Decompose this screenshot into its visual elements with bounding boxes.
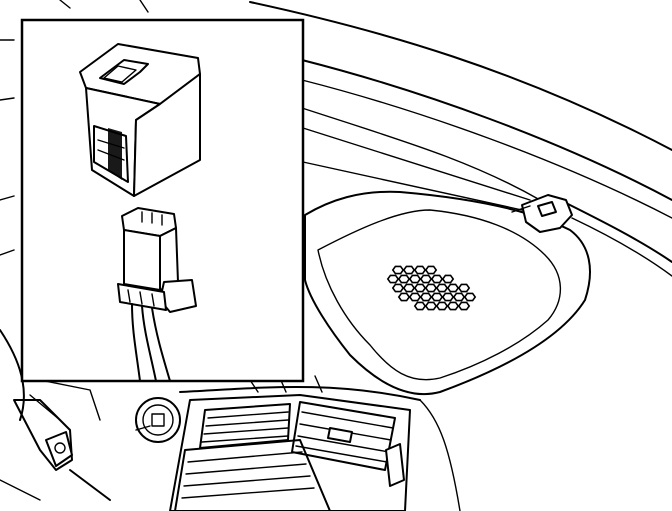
console-inner-frame: [317, 209, 562, 381]
air-vent-icon: [291, 401, 396, 471]
roof-edge-outer: [249, 1, 672, 151]
console-switch-housing: [521, 194, 573, 233]
rocker-switch-icon: [79, 43, 201, 197]
grille-hole: [391, 283, 405, 293]
roof-right-edge-2: [571, 217, 672, 277]
connector-body-front: [123, 229, 161, 291]
grille-hole: [386, 274, 400, 284]
grille-hole: [441, 292, 455, 302]
roof-right-edge: [559, 199, 672, 263]
grille-hole: [430, 274, 444, 284]
air-vent-icon: [199, 403, 291, 449]
top-edge-line: [139, 0, 149, 13]
connector-wire: [151, 307, 171, 382]
grille-hole: [435, 283, 449, 293]
grille-hole: [408, 292, 422, 302]
lower-dashboard: [0, 329, 461, 511]
vent-adjuster-icon: [385, 443, 405, 487]
callout-line-bottom: [302, 161, 523, 211]
grille-hole: [435, 301, 449, 311]
grille-hole: [397, 292, 411, 302]
connector-wire: [141, 305, 157, 382]
headlight-knob-icon: [135, 397, 181, 443]
wire-connector-icon: [117, 207, 197, 382]
grille-hole: [424, 283, 438, 293]
grille-hole: [430, 292, 444, 302]
grille-hole: [452, 292, 466, 302]
switch-button-recess: [99, 59, 149, 85]
speaker-grille-icon: [386, 265, 477, 311]
switch-button-face: [103, 65, 137, 83]
dashboard-background: [0, 0, 672, 277]
air-vent-icon: [174, 439, 331, 511]
left-edge-line: [0, 97, 15, 101]
grille-hole: [413, 265, 427, 275]
dash-edge-line: [314, 375, 323, 393]
dash-right-line: [419, 399, 461, 511]
switch-body-side: [133, 73, 201, 197]
grille-hole: [419, 292, 433, 302]
grille-hole: [413, 301, 427, 311]
grille-hole: [424, 301, 438, 311]
grille-hole: [413, 283, 427, 293]
grille-hole: [397, 274, 411, 284]
grille-hole: [441, 274, 455, 284]
grille-hole: [463, 292, 477, 302]
center-vent-housing: [169, 394, 411, 511]
console-switch-slot: [511, 205, 531, 213]
console-outer-frame: [304, 190, 591, 396]
grille-hole: [457, 301, 471, 311]
roof-edge-inner: [301, 59, 672, 201]
grille-hole: [457, 283, 471, 293]
top-edge-line: [59, 0, 71, 9]
inset-detail-panel: [20, 18, 305, 383]
roof-trim-line-2: [301, 107, 541, 201]
console-switch-button: [537, 201, 557, 217]
grille-hole: [419, 274, 433, 284]
dash-upper-curve: [179, 386, 421, 401]
left-edge-line: [0, 249, 15, 256]
overhead-console: [304, 190, 591, 396]
connector-wire: [131, 303, 141, 382]
grille-hole: [402, 283, 416, 293]
grille-hole: [391, 265, 405, 275]
left-edge-line: [0, 195, 15, 201]
grille-hole: [424, 265, 438, 275]
callout-line-top: [302, 127, 531, 201]
roof-trim-line: [301, 79, 672, 219]
callout-lines: [302, 127, 531, 211]
grille-hole: [402, 265, 416, 275]
grille-hole: [408, 274, 422, 284]
grille-hole: [446, 283, 460, 293]
grille-hole: [446, 301, 460, 311]
